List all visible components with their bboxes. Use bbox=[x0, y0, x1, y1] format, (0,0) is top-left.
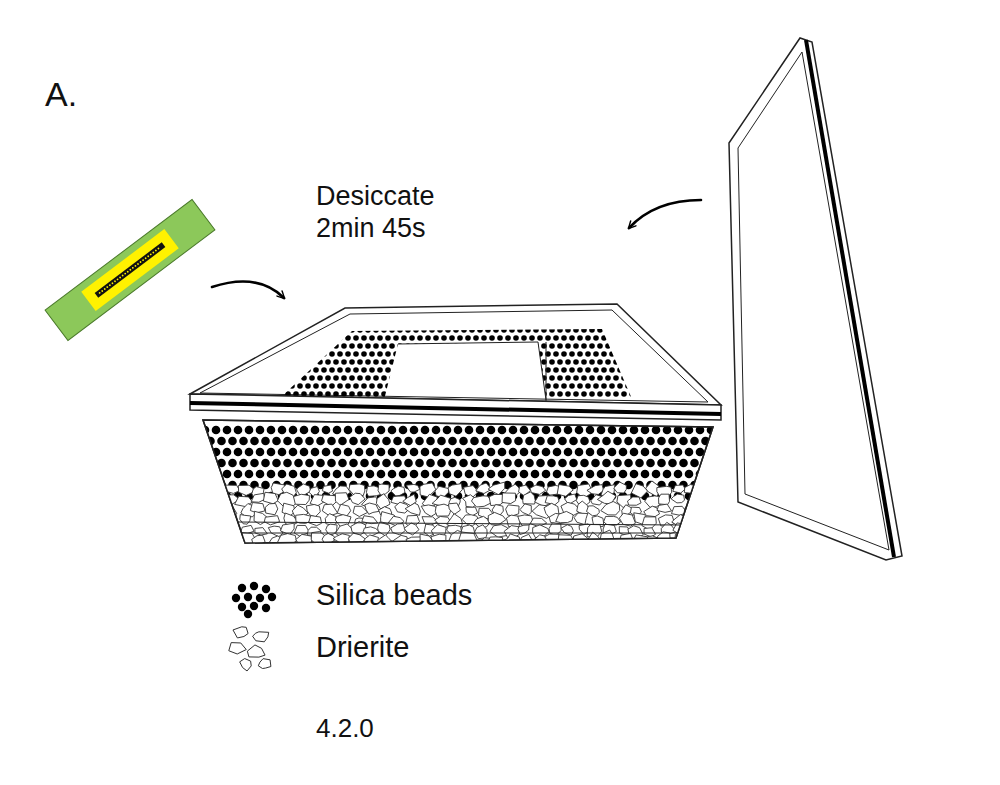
drierite-sample bbox=[229, 627, 271, 671]
step-instruction: Desiccate 2min 45s bbox=[316, 180, 476, 245]
legend-label: Drierite bbox=[316, 630, 409, 665]
step-number: 4.2.0 bbox=[316, 713, 374, 744]
sample-slide bbox=[45, 199, 215, 340]
bead-sample bbox=[232, 582, 276, 618]
panel-letter: A. bbox=[45, 74, 77, 115]
move-arrow bbox=[629, 200, 701, 228]
legend-label: Silica beads bbox=[316, 578, 472, 613]
desiccator-box bbox=[190, 304, 721, 549]
desiccator-lid bbox=[729, 38, 902, 560]
move-arrow bbox=[212, 282, 284, 298]
